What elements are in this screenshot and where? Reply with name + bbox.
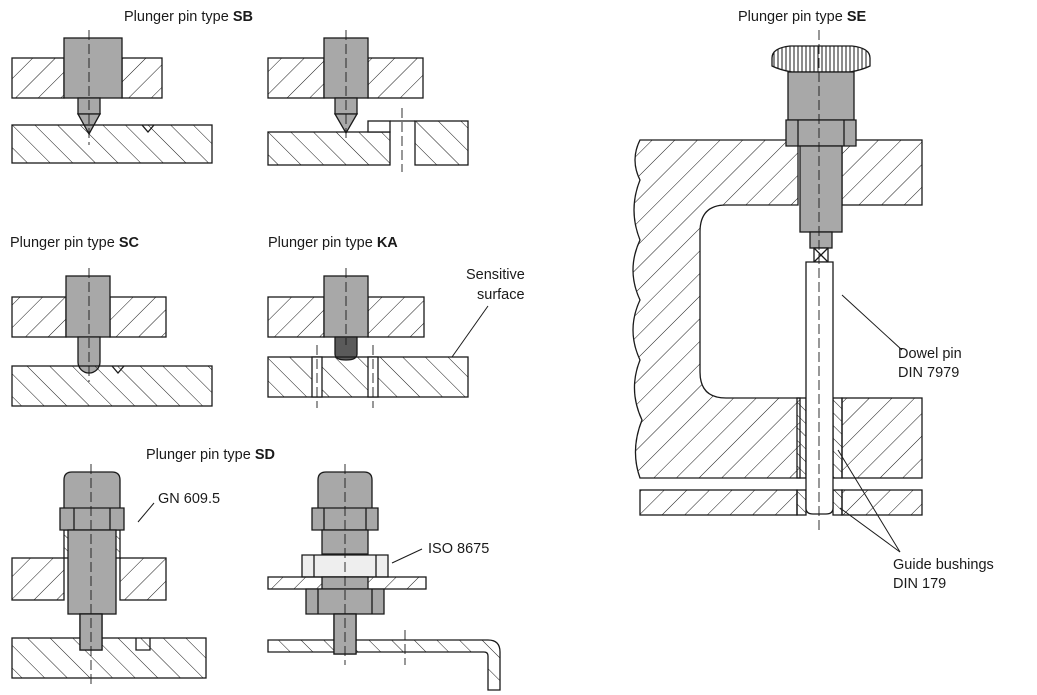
- sc-assembly: [11, 268, 213, 407]
- title-ka: Plunger pin type KA: [268, 235, 398, 251]
- callout-iso: ISO 8675: [428, 541, 490, 557]
- callout-sensitive-surface-1: Sensitive: [466, 267, 525, 283]
- title-sd: Plunger pin type SD: [146, 447, 275, 463]
- sb-assembly-2: [267, 30, 469, 172]
- sd-assembly-1: [11, 464, 207, 688]
- title-sc: Plunger pin type SC: [10, 235, 139, 251]
- ka-assembly: [267, 268, 469, 408]
- callout-dowel-pin-2: DIN 7979: [898, 365, 960, 381]
- sd-assembly-2: [267, 464, 501, 691]
- sensitive-surface-leader: [451, 305, 489, 358]
- callout-gn: GN 609.5: [158, 491, 221, 507]
- se-assembly: [632, 30, 923, 553]
- sb-assembly-1: [11, 30, 213, 164]
- callout-guide-bushings-1: Guide bushings: [893, 557, 994, 573]
- callout-sensitive-surface-2: surface: [477, 287, 525, 303]
- callout-guide-bushings-2: DIN 179: [893, 576, 947, 592]
- callout-dowel-pin-1: Dowel pin: [898, 346, 962, 362]
- title-se: Plunger pin type SE: [738, 9, 867, 25]
- title-sb: Plunger pin type SB: [124, 9, 253, 25]
